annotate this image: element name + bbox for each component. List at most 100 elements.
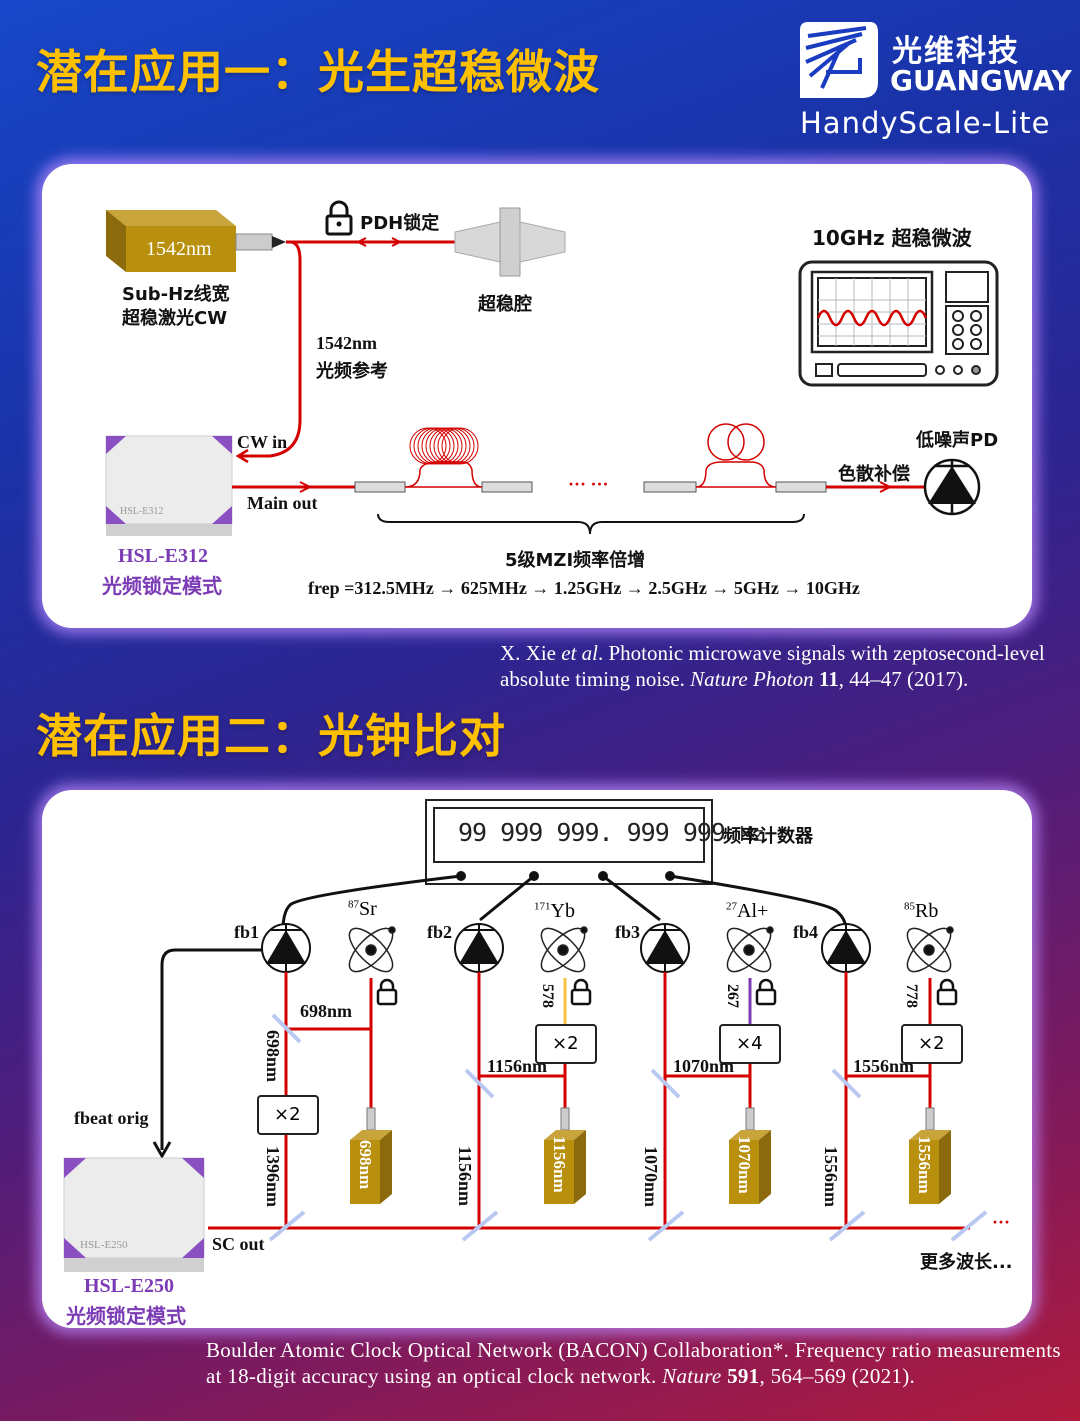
arrow-icon [152, 1141, 172, 1160]
svg-text:HSL-E250: HSL-E250 [80, 1239, 128, 1251]
photodetector-icon [923, 458, 981, 516]
vlabel-698: 698nm [263, 1030, 283, 1083]
guangway-logo-icon [800, 22, 878, 98]
arrow-icon [299, 481, 313, 493]
sc-out-label: SC out [212, 1234, 265, 1254]
atom-label-al: 27Al+ [726, 900, 769, 922]
atom-sr-icon [348, 926, 396, 973]
multiplier-boxes [257, 1024, 963, 1135]
brand-logo: 光维科技 GUANGWAY HandyScale-Lite [800, 22, 1072, 142]
mult-yb: ×2 [552, 1033, 579, 1054]
vlabel-1156: 1156nm [455, 1146, 475, 1207]
atom-rb-icon [906, 926, 954, 973]
svg-text:HSL-E312: HSL-E312 [120, 506, 163, 517]
photodetector-fb3-icon [640, 923, 690, 973]
counter-label: 频率计数器 [723, 826, 813, 847]
mzi-stage-5 [643, 423, 827, 493]
oscilloscope-icon [798, 260, 999, 387]
photodetector-fb1-icon [261, 923, 311, 973]
atom-yb-icon [540, 926, 588, 973]
mult-sr: ×2 [274, 1104, 301, 1125]
laser-label-1070: 1070nm [735, 1136, 754, 1194]
counter-unit: Hz [739, 822, 764, 846]
vlabel-1556: 1556nm [821, 1146, 841, 1208]
atom-al-icon [726, 926, 774, 973]
device-mode-e250: 光频锁定模式 [66, 1304, 186, 1328]
lock-icon [325, 200, 353, 236]
al-wavelength: 267 [724, 984, 741, 1008]
laser-1070-icon [729, 1107, 771, 1204]
laser-caption-2: 超稳激光CW [122, 308, 228, 329]
section-title-1: 潜在应用一：光生超稳微波 [36, 45, 600, 99]
diagram-microwave: HSL-E312 [105, 200, 999, 536]
scope-title: 10GHz 超稳微波 [812, 226, 972, 250]
arrow-icon [879, 481, 893, 493]
laser-1556-icon [909, 1107, 951, 1204]
branch-label-698: 698nm [300, 1001, 353, 1021]
laser-boxes [350, 1107, 951, 1204]
counter-cables [281, 874, 848, 931]
vlabel-1396: 1396nm [263, 1146, 283, 1208]
detector-label-fb4: fb4 [793, 922, 819, 942]
branch-label-1070: 1070nm [673, 1056, 735, 1076]
rb-wavelength: 778 [903, 984, 920, 1008]
pdh-label: PDH锁定 [360, 213, 440, 234]
mzi-label: 5级MZI频率倍增 [505, 550, 646, 571]
pd-label: 低噪声PD [916, 430, 999, 451]
detector-label-fb2: fb2 [427, 922, 453, 942]
photodetector-fb2-icon [454, 923, 504, 973]
laser-1156-icon [544, 1107, 586, 1204]
counter-reading: 99 999 999. 999 999 Hz [458, 818, 764, 847]
yb-wavelength: 578 [539, 984, 556, 1008]
frep-chain: frep =312.5MHz → 625MHz → 1.25GHz → 2.5G… [308, 578, 860, 598]
reference-1: X. Xie et al. Photonic microwave signals… [500, 641, 1045, 691]
branch-label-1156: 1156nm [487, 1056, 548, 1076]
beamsplitters [268, 1013, 988, 1242]
ref-label-2: 光频参考 [316, 361, 388, 382]
lock-icon [570, 978, 592, 1006]
laser-698-icon [350, 1107, 392, 1204]
device-mode-e312: 光频锁定模式 [102, 574, 222, 598]
laser-label-698: 698nm [356, 1140, 375, 1190]
lock-icon [755, 978, 777, 1006]
mult-rb: ×2 [918, 1033, 945, 1054]
laser-label-1156: 1156nm [550, 1136, 569, 1193]
laser-label-1556: 1556nm [915, 1136, 934, 1194]
cw-in-label: CW in [237, 432, 288, 452]
dispersion-label: 色散补偿 [838, 464, 910, 485]
photodetector-fb4-icon [821, 923, 871, 973]
branch-label-1556: 1556nm [853, 1056, 915, 1076]
logo-cn: 光维科技 [892, 34, 1020, 69]
vlabel-1070: 1070nm [641, 1146, 661, 1208]
lock-icons [376, 978, 958, 1006]
ellipsis: ··· ··· [568, 474, 609, 494]
atom-label-sr: 87Sr [348, 898, 377, 920]
ultrastable-cavity-icon [454, 207, 566, 277]
diagram-clock-comparison: HSL-E250 [63, 799, 988, 1272]
more-dots: ··· [992, 1212, 1011, 1232]
lock-icon [936, 978, 958, 1006]
reference-2: Boulder Atomic Clock Optical Network (BA… [206, 1338, 1061, 1388]
cavity-label: 超稳腔 [478, 294, 532, 315]
device-name-e250: HSL-E250 [84, 1275, 175, 1297]
main-out-label: Main out [247, 493, 318, 513]
laser-wavelength: 1542nm [146, 238, 212, 260]
mult-al: ×4 [736, 1033, 763, 1054]
mzi-brace [377, 513, 805, 535]
hsl-e250-device-icon: HSL-E250 [63, 1157, 205, 1272]
laser-1542-icon [106, 210, 286, 272]
fbeat-label: fbeat orig [74, 1108, 149, 1128]
atom-label-rb: 85Rb [904, 900, 939, 922]
device-name-e312: HSL-E312 [118, 545, 209, 567]
frequency-counter-icon [425, 799, 713, 885]
arrow-icon [235, 448, 249, 464]
bidirectional-arrow-icon [357, 237, 401, 247]
logo-en: GUANGWAY [890, 64, 1072, 97]
mzi-stage-1 [354, 427, 533, 493]
product-name: HandyScale-Lite [800, 106, 1051, 140]
more-wavelengths: 更多波长... [920, 1252, 1013, 1273]
section-title-2: 潜在应用二：光钟比对 [36, 709, 506, 763]
detector-label-fb3: fb3 [615, 922, 641, 942]
lock-icon [376, 978, 398, 1006]
laser-caption-1: Sub-Hz线宽 [122, 284, 230, 305]
